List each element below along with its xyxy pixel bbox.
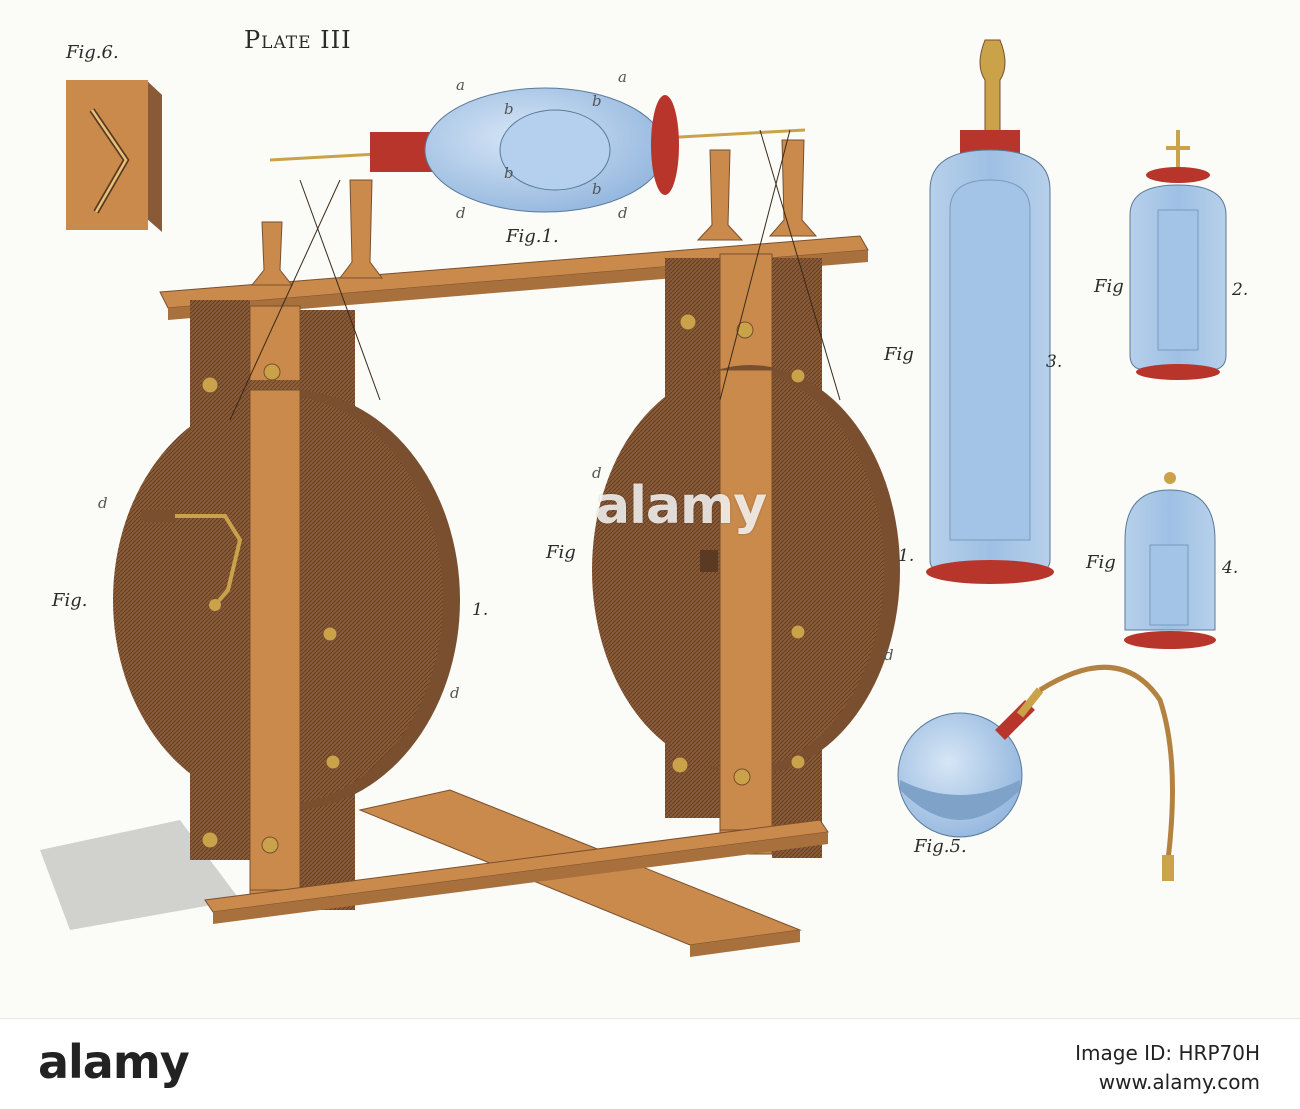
fig4-bell-jar <box>1124 472 1216 649</box>
fig6-block <box>66 80 162 232</box>
fig1-mid-number: 1. <box>898 546 915 566</box>
letter-d: d <box>884 646 894 664</box>
plate-title: Plate III <box>244 26 352 54</box>
letter-d: d <box>592 464 602 482</box>
letter-d: d <box>450 684 460 702</box>
electrical-machine-illustration <box>40 39 1227 957</box>
fig5-flask <box>897 664 1175 881</box>
letter-b: b <box>592 92 602 110</box>
letter-a: a <box>618 68 627 86</box>
fig2-number: 2. <box>1232 280 1249 300</box>
letter-a: a <box>456 76 465 94</box>
fig3-number: 3. <box>1046 352 1063 372</box>
letter-d: d <box>98 494 108 512</box>
fig5-label: Fig.5. <box>914 836 967 857</box>
letter-b: b <box>504 164 514 182</box>
pillars <box>250 139 818 286</box>
fig4-number: 4. <box>1222 558 1239 578</box>
footer-logo: alamy <box>38 1035 190 1089</box>
fig1-left-label: Fig. <box>52 590 88 611</box>
site-url: www.alamy.com <box>1098 1070 1260 1094</box>
fig1-mid-label: Fig <box>546 542 576 563</box>
base-cross <box>204 789 829 957</box>
bolts <box>201 313 806 854</box>
fig3-label: Fig <box>884 344 914 365</box>
watermark: alamy <box>595 476 767 536</box>
footer-bar: alamy Image ID: HRP70H www.alamy.com <box>0 1018 1300 1109</box>
fig3-tall-jar <box>926 39 1054 584</box>
fig1-glass-globe <box>370 87 679 213</box>
letter-b: b <box>592 180 602 198</box>
right-wheel <box>592 365 900 831</box>
crank-handle <box>140 510 243 611</box>
fig4-label: Fig <box>1086 552 1116 573</box>
engraving-plate: Plate III Fig.6. Fig.1. Fig. 1. Fig 1. F… <box>40 26 1249 957</box>
drive-strings <box>229 129 841 421</box>
fig2-label: Fig <box>1094 276 1124 297</box>
image-id: Image ID: HRP70H <box>1075 1041 1260 1065</box>
fig2-jar <box>1129 130 1227 380</box>
fig1-top-label: Fig.1. <box>506 226 559 247</box>
footer-image-info: Image ID: HRP70H www.alamy.com <box>1075 1039 1260 1097</box>
fig1-left-number: 1. <box>472 600 489 620</box>
fig6-label: Fig.6. <box>66 42 119 63</box>
letter-d: d <box>618 204 628 222</box>
left-wheel <box>113 380 460 891</box>
letter-b: b <box>504 100 514 118</box>
letter-d: d <box>456 204 466 222</box>
